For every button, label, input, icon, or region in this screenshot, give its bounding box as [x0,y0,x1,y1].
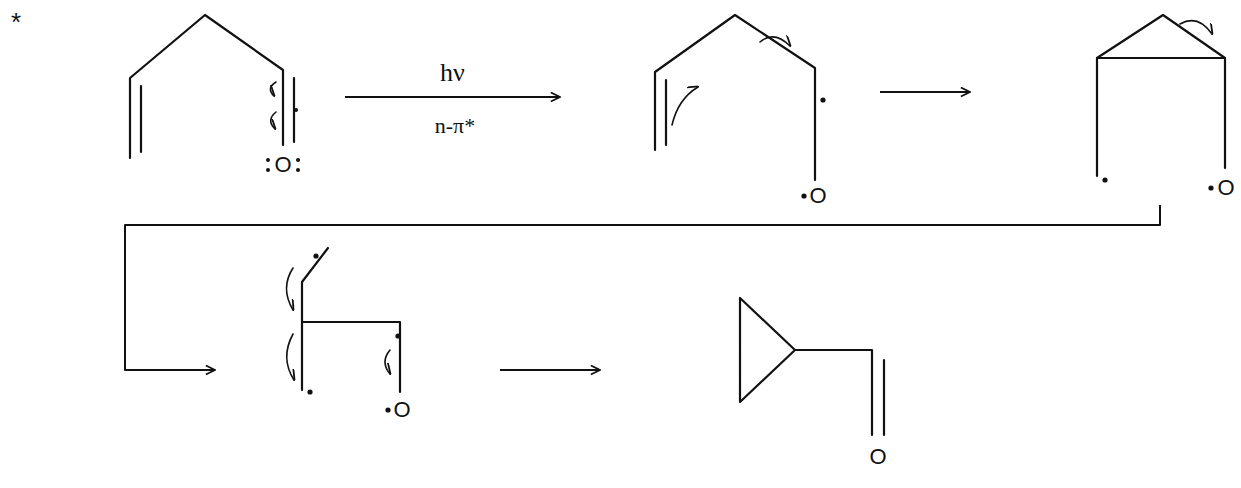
fishhook-arrow [270,82,276,96]
radical-dot [1208,185,1213,190]
fishhook-arrow [1180,21,1212,34]
atom-label: O [1217,177,1234,199]
radical-dot [801,193,806,198]
skeleton-bond [302,248,400,392]
atom-label: O [274,154,291,176]
reaction-arrow [880,91,970,93]
reaction-arrow [500,369,600,371]
fishhook-arrow [271,112,276,129]
radical-dot [307,389,312,394]
atom-label: O [809,185,826,207]
atom-label: O [393,399,410,421]
skeleton-bond [1097,58,1225,176]
ring-bond [740,298,795,402]
atom-label: O [869,446,886,468]
fishhook-arrow [385,350,390,374]
molecule-structure: O [240,235,440,430]
skeleton-bond [130,15,283,158]
note-mark: * [11,8,21,37]
lone-pair-dot [294,108,298,112]
radical-dot [313,253,318,258]
skeleton-bond [655,15,815,180]
lone-pair-dot [266,158,270,162]
double-bond [140,86,142,152]
radical-dot [395,333,400,338]
radical-dot [1102,177,1107,182]
double-bond [665,80,667,145]
molecule-structure: O [115,8,305,188]
molecule-structure: O [640,8,840,213]
radical-dot [385,407,390,412]
lone-pair-dot [296,158,300,162]
molecule-structure: O [1085,5,1235,205]
molecule-structure: O [700,280,920,480]
fishhook-arrow [760,37,790,46]
skeleton-bond [795,350,872,435]
reaction-arrow [125,205,1160,370]
ring-bond [1097,15,1225,58]
reaction-arrow [345,96,560,98]
edge-label: hν [438,59,467,88]
lone-pair-dot [296,168,300,172]
fishhook-arrow [287,334,294,380]
fishhook-arrow [672,87,698,125]
transition-label: n-π* [435,114,475,138]
radical-dot [820,97,825,102]
lone-pair-dot [266,168,270,172]
double-bond [883,360,885,435]
fishhook-arrow [287,268,294,310]
